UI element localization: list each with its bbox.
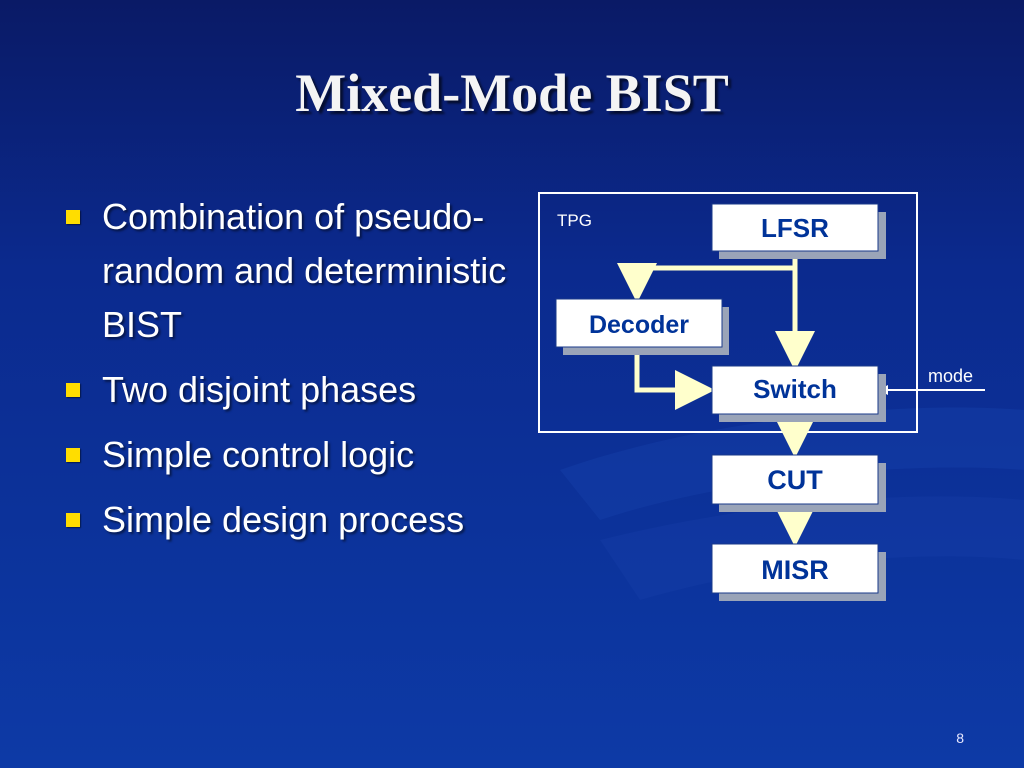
bullet-item: Two disjoint phases: [60, 363, 520, 417]
lfsr-to-decoder-arrow: [617, 263, 795, 303]
tpg-enclosure: [538, 192, 918, 433]
cut-block: CUT: [711, 454, 886, 512]
bullet-item: Combination of pseudo-random and determi…: [60, 190, 520, 352]
bullet-square-icon: [66, 210, 80, 224]
decoder-block: Decoder: [555, 298, 729, 355]
bullet-item: Simple control logic: [60, 428, 520, 482]
lfsr-block: LFSR: [711, 203, 886, 259]
misr-block: MISR: [711, 543, 886, 601]
svg-text:LFSR: LFSR: [761, 213, 829, 243]
bullet-square-icon: [66, 513, 80, 527]
svg-text:MISR: MISR: [761, 555, 829, 585]
svg-text:Decoder: Decoder: [589, 311, 689, 339]
slide-title: Mixed-Mode BIST: [295, 63, 729, 123]
page-number: 8: [956, 730, 964, 746]
bullet-item: Simple design process: [60, 493, 520, 547]
svg-text:CUT: CUT: [767, 465, 823, 495]
tpg-label: TPG: [557, 211, 592, 230]
mode-label: mode: [928, 366, 973, 386]
switch-block: Switch: [711, 365, 886, 422]
svg-text:Switch: Switch: [753, 374, 837, 404]
bullet-square-icon: [66, 448, 80, 462]
bullet-square-icon: [66, 383, 80, 397]
decoder-to-switch-arrow: [634, 348, 715, 410]
bullet-list: Combination of pseudo-random and determi…: [60, 190, 520, 558]
